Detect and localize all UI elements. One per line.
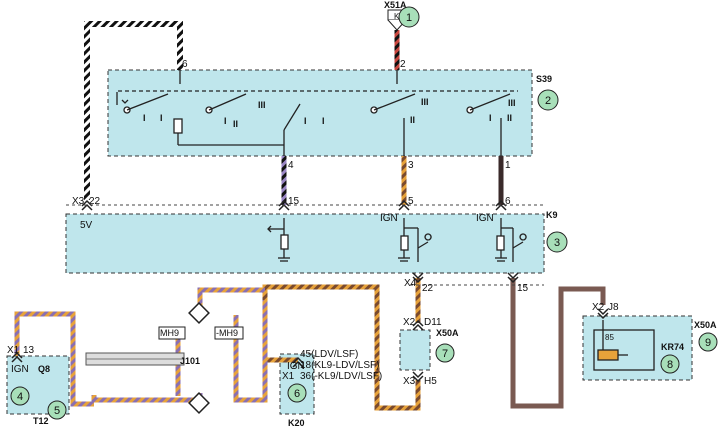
pin-15-bot: 15 [517, 283, 529, 294]
x51a-label: X51A [384, 0, 407, 10]
note-line-1: 45(LDV/LSF) [300, 349, 358, 360]
pos-ii-1: II [233, 119, 238, 129]
x4-label: X4 [404, 278, 417, 289]
note-line-3: 36(-KL9/LDV/LSF) [300, 371, 382, 382]
pin-4: 4 [288, 160, 294, 171]
callout-7: 7 [442, 348, 448, 360]
pos-iii-3: III [508, 98, 516, 108]
s39-label: S39 [536, 74, 552, 84]
pos-ii-2: II [410, 115, 415, 125]
s39-switch-internals [116, 70, 518, 156]
x3-label: X3 [72, 196, 85, 207]
splice-bottom [188, 392, 210, 414]
t12-label: T12 [33, 416, 49, 426]
pin-3: 3 [408, 160, 414, 171]
pin-13-label: 13 [23, 345, 35, 356]
callout-3: 3 [554, 237, 560, 249]
pos-i-6: I [489, 113, 492, 123]
wire-k9-15-to-j8 [510, 278, 606, 409]
s39-switch-module [107, 69, 533, 157]
pos-i-4: I [304, 116, 307, 126]
x1-13-label: X1 [7, 345, 20, 356]
pin-5-k9: 5 [408, 196, 414, 207]
k9-label: K9 [546, 210, 558, 220]
pin-85-label: 85 [605, 333, 614, 342]
5v-label: 5V [80, 220, 93, 231]
ign-k20-label: IGN [287, 361, 305, 372]
ign-k9-right: IGN [476, 213, 494, 224]
mh9-right-label: -MH9 [216, 328, 238, 338]
x1-k20-label: X1 [282, 371, 295, 382]
callout-4: 4 [17, 391, 23, 403]
x3-h5-label: X3 [403, 376, 416, 387]
pos-iii-2: III [421, 97, 429, 107]
callout-2: 2 [545, 95, 551, 107]
callouts: 1 2 3 4 5 6 7 8 9 [10, 6, 718, 420]
d11-label: D11 [424, 317, 442, 328]
x2-d11-label: X2 [403, 317, 416, 328]
pos-ii-3: II [507, 113, 512, 123]
pos-i-2: I [160, 113, 163, 123]
s39-position-marks: I I I II III I I II III I II III [143, 97, 516, 129]
mh9-left-label: MH9 [160, 328, 179, 338]
callout-8: 8 [667, 359, 673, 371]
j8-label: J8 [608, 302, 619, 313]
k9-control-module [65, 213, 545, 274]
wire-s39-6-to-x3-22 [84, 21, 183, 200]
q8-label: Q8 [38, 364, 50, 374]
splice-top [188, 302, 210, 324]
pin-22-top: 22 [89, 196, 101, 207]
callout-5: 5 [54, 405, 60, 417]
wire-q8-13 [14, 311, 94, 407]
note-line-2: 18(KL9-LDV/LSF) [300, 360, 379, 371]
x50a-left-label: X50A [436, 328, 459, 338]
pin-6-top: 6 [182, 59, 188, 70]
pin-2-top: 2 [400, 59, 406, 70]
k-pin-label: K [394, 12, 400, 21]
pos-iii-1: III [258, 100, 266, 110]
kr74-label: KR74 [661, 342, 684, 352]
pin-22-bot: 22 [422, 283, 434, 294]
callout-9: 9 [705, 337, 711, 349]
pin-6-k9: 6 [505, 196, 511, 207]
pos-i-5: I [322, 116, 325, 126]
ign-q8-label: IGN [11, 364, 29, 375]
j101-label: J101 [180, 356, 200, 366]
ign-k9-mid: IGN [380, 213, 398, 224]
callout-1: 1 [406, 12, 412, 24]
x2-j8-label: X2 [592, 302, 605, 313]
h5-label: H5 [424, 376, 437, 387]
x50a-connector-box [399, 329, 431, 371]
callout-6: 6 [294, 388, 300, 400]
pos-i-1: I [143, 113, 146, 123]
pin-1: 1 [505, 160, 511, 171]
pin-15-k9: 15 [288, 196, 300, 207]
pos-i-3: I [224, 116, 227, 126]
k20-label: K20 [288, 418, 305, 428]
relay-kr74 [593, 320, 655, 371]
k9-internals [267, 218, 527, 262]
x50a-right-label: X50A [694, 320, 717, 330]
